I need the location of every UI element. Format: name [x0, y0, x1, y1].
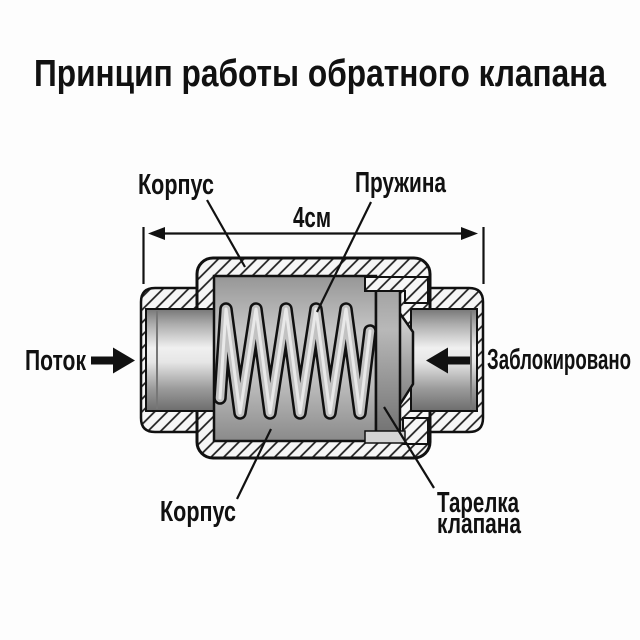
valve-seat-top: [364, 276, 429, 304]
blocked-arrow-head: [426, 347, 448, 374]
diagram-title: Принцип работы обратного клапана: [34, 53, 607, 95]
label-flow: Поток: [25, 345, 86, 377]
label-housing-bottom: Корпус: [160, 496, 236, 528]
spring-highlight: [218, 307, 372, 415]
label-valve-disc-line1: Тарелка: [437, 487, 520, 519]
leader-housing-bottom: [236, 428, 272, 500]
label-spring: Пружина: [355, 167, 447, 199]
flow-arrow-icon: [91, 347, 135, 374]
leader-spring: [316, 201, 372, 313]
label-blocked: Заблокировано: [487, 344, 631, 376]
dimension-arrowhead-right-icon: [461, 227, 478, 240]
valve-seat-bottom: [402, 417, 429, 445]
blocked-arrow-icon: [426, 347, 470, 374]
dimension-annotation: 4см: [142, 202, 485, 284]
spring-coil: [213, 302, 377, 420]
leader-housing-top: [206, 199, 246, 268]
dimension-arrowhead-left-icon: [148, 227, 165, 240]
leader-valve-disc: [383, 406, 435, 489]
label-housing-top: Корпус: [138, 169, 214, 201]
seat-ledge-bottom: [364, 430, 406, 444]
flow-arrow-head: [113, 347, 135, 374]
dimension-label: 4см: [293, 202, 331, 234]
label-valve-disc-line2: клапана: [437, 508, 522, 540]
